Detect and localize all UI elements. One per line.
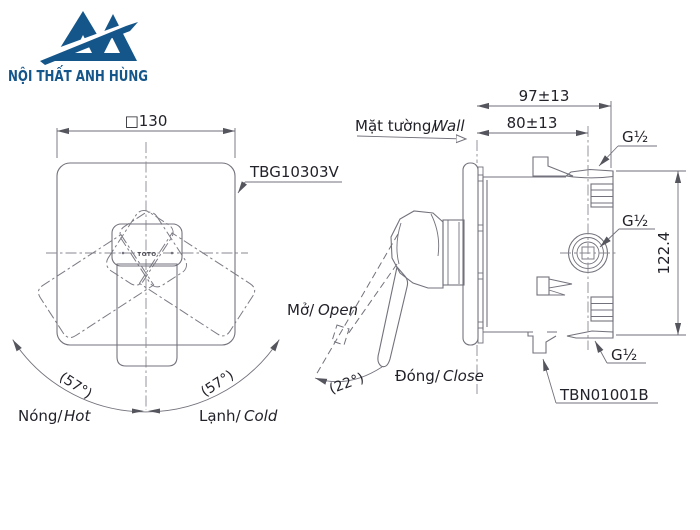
open-label-en: Open [318,301,358,319]
handle-front: TOTO [111,223,183,367]
depth-total-dim: 97±13 [519,87,570,105]
plate-code-label: TBG10303V [249,163,340,181]
handle-brand-text: TOTO [137,252,156,258]
cold-label: Lạnh/ [199,407,242,425]
thread-bottom-leader [594,340,608,364]
handle-lever-open-edge2 [347,263,398,335]
handle-side [377,210,465,368]
valve-body [482,126,617,354]
wall-leader [356,136,466,139]
cold-label-en: Cold [244,407,278,425]
valve-code-label: TBN01001B [559,386,649,404]
port-bottom-flange [566,330,614,339]
depth-axis-dim: 80±13 [507,114,558,132]
thread-top-leader [598,145,619,167]
hot-label: Nóng/ [18,407,63,425]
brand-logo: NỘI THẤT ANH HÙNG [8,11,148,85]
wall-label-en: Wall [433,117,465,135]
mounting-clip-middle [536,276,550,296]
angle-left-label: (57°) [56,369,95,402]
mounting-foot [527,332,557,354]
rotation-arc [12,339,280,413]
thread-middle-leader [599,228,620,248]
close-label: Đóng/ [395,367,441,385]
brand-name: NỘI THẤT ANH HÙNG [8,64,148,85]
port-spacing-dim: 122.4 [655,232,673,275]
thread-bottom-label: G½ [611,346,637,364]
open-angle-arc [314,366,383,385]
handle-lever-closed [377,265,409,368]
logo-swoosh [40,22,138,65]
handle-ghost-left [37,211,187,339]
thread-block-top [590,183,614,208]
thread-middle-label: G½ [622,212,648,230]
plate-side-outline [462,162,479,346]
handle-lever-open-edge1 [315,233,399,376]
open-label: Mở/ [287,301,315,319]
wall-label: Mặt tường/ [355,117,437,135]
plate-code-leader [237,181,248,194]
hot-label-en: Hot [64,407,91,425]
side-view: Mặt tường/ Wall (22°) Mở/ Open Đóng/ Clo… [287,87,686,404]
close-label-en: Close [443,367,484,385]
handle-ghost-right [106,209,256,337]
width-dimension: □130 [125,112,168,130]
thread-top-label: G½ [622,128,648,146]
thread-block-bottom [590,296,614,322]
valve-code-leader [542,358,557,404]
open-angle-label: (22°) [327,370,366,397]
front-view: □130 TOTO (57°) (57°) Nóng/ Ho [12,112,342,425]
mounting-tab-top [532,156,574,177]
port-top-flange [564,168,614,179]
